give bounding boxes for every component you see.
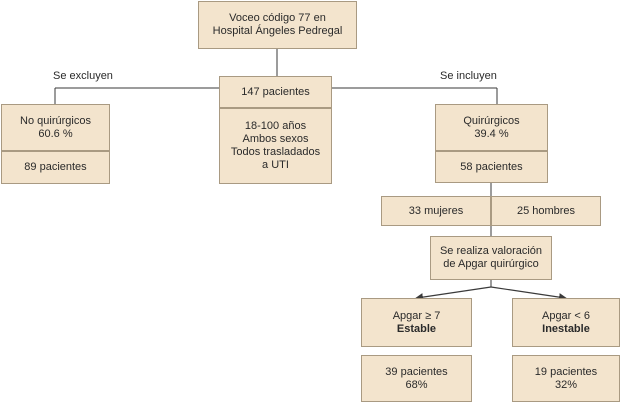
non-surgical-count-box: 89 pacientes [1,151,110,184]
unstable-percent: 32% [554,378,577,391]
non-surgical-count: 89 pacientes [24,161,87,173]
criteria-age: 18-100 años [244,120,307,132]
total-patients-box: 147 pacientes [219,76,332,108]
title-box: Voceo código 77 en Hospital Ángeles Pedr… [198,1,357,49]
stable-count: 39 pacientes [385,365,448,378]
criteria-transfer-2: a UTI [262,159,289,171]
exclude-label: Se excluyen [53,70,113,82]
unstable-status: Inestable [542,322,590,335]
men-count: 25 hombres [516,204,576,217]
unstable-criterion: Apgar < 6 [541,309,590,322]
stable-status: Estable [396,322,437,335]
arrow-to-stable [415,286,492,302]
criteria-sex: Ambos sexos [242,133,309,145]
men-box: 25 hombres [491,196,601,226]
unstable-result-box: 19 pacientes 32% [512,355,620,402]
stable-box: Apgar ≥ 7 Estable [361,298,472,347]
women-count: 33 mujeres [408,204,464,217]
non-surgical-label: No quirúrgicos [20,114,91,127]
stable-criterion: Apgar ≥ 7 [392,309,441,322]
total-patients-count: 147 pacientes [241,85,310,98]
apgar-assessment-box: Se realiza valoración de Apgar quirúrgic… [430,236,552,280]
unstable-count: 19 pacientes [534,365,598,378]
criteria-transfer: Todos trasladados [230,146,321,158]
women-box: 33 mujeres [381,196,491,226]
assessment-line-2: de Apgar quirúrgico [443,258,539,270]
title-line-2: Hospital Ángeles Pedregal [212,25,343,37]
inclusion-criteria-box: 18-100 años Ambos sexos Todos trasladado… [219,108,332,184]
surgical-count: 58 pacientes [460,160,523,173]
non-surgical-box: No quirúrgicos 60.6 % [1,104,110,151]
surgical-label: Quirúrgicos [463,114,520,127]
surgical-percent: 39.4 % [474,127,509,140]
unstable-box: Apgar < 6 Inestable [512,298,620,347]
arrow-to-unstable [490,286,567,302]
stable-result-box: 39 pacientes 68% [361,355,472,402]
stable-percent: 68% [405,378,428,391]
title-line-1: Voceo código 77 en [229,12,326,24]
assessment-line-1: Se realiza valoración [439,245,543,257]
surgical-box: Quirúrgicos 39.4 % [435,104,548,151]
non-surgical-percent: 60.6 % [38,127,73,140]
surgical-count-box: 58 pacientes [435,151,548,183]
include-label: Se incluyen [440,70,497,82]
